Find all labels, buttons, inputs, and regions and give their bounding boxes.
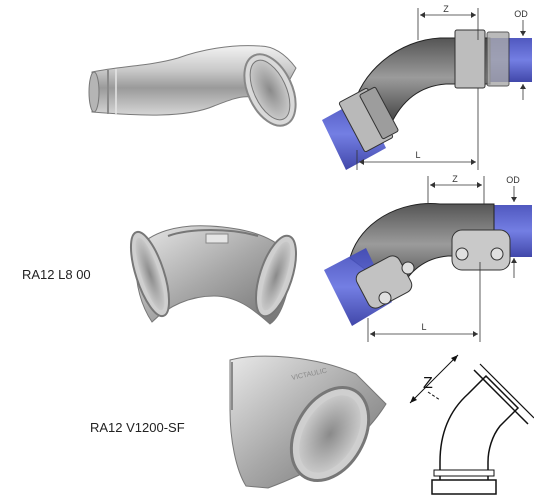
- dim-z-1: Z: [443, 4, 449, 14]
- dim-od-1: OD: [514, 9, 528, 19]
- dim-l-2: L: [421, 322, 426, 332]
- dim-z-3: Z: [423, 375, 433, 392]
- dim-l-1: L: [415, 150, 420, 160]
- photo-elbow-1: [88, 45, 297, 127]
- diagram-1: Z OD L: [322, 4, 532, 170]
- diagram-2: Z OD L: [324, 174, 532, 342]
- dim-z-2: Z: [452, 174, 458, 184]
- row2-label: RA12 L8 00: [22, 267, 91, 282]
- row3-label: RA12 V1200-SF: [90, 420, 185, 435]
- photo-elbow-3: VICTAULIC: [229, 355, 387, 489]
- diagram-3: Z: [409, 354, 534, 495]
- dim-od-2: OD: [506, 175, 520, 185]
- photo-elbow-2: [129, 225, 298, 325]
